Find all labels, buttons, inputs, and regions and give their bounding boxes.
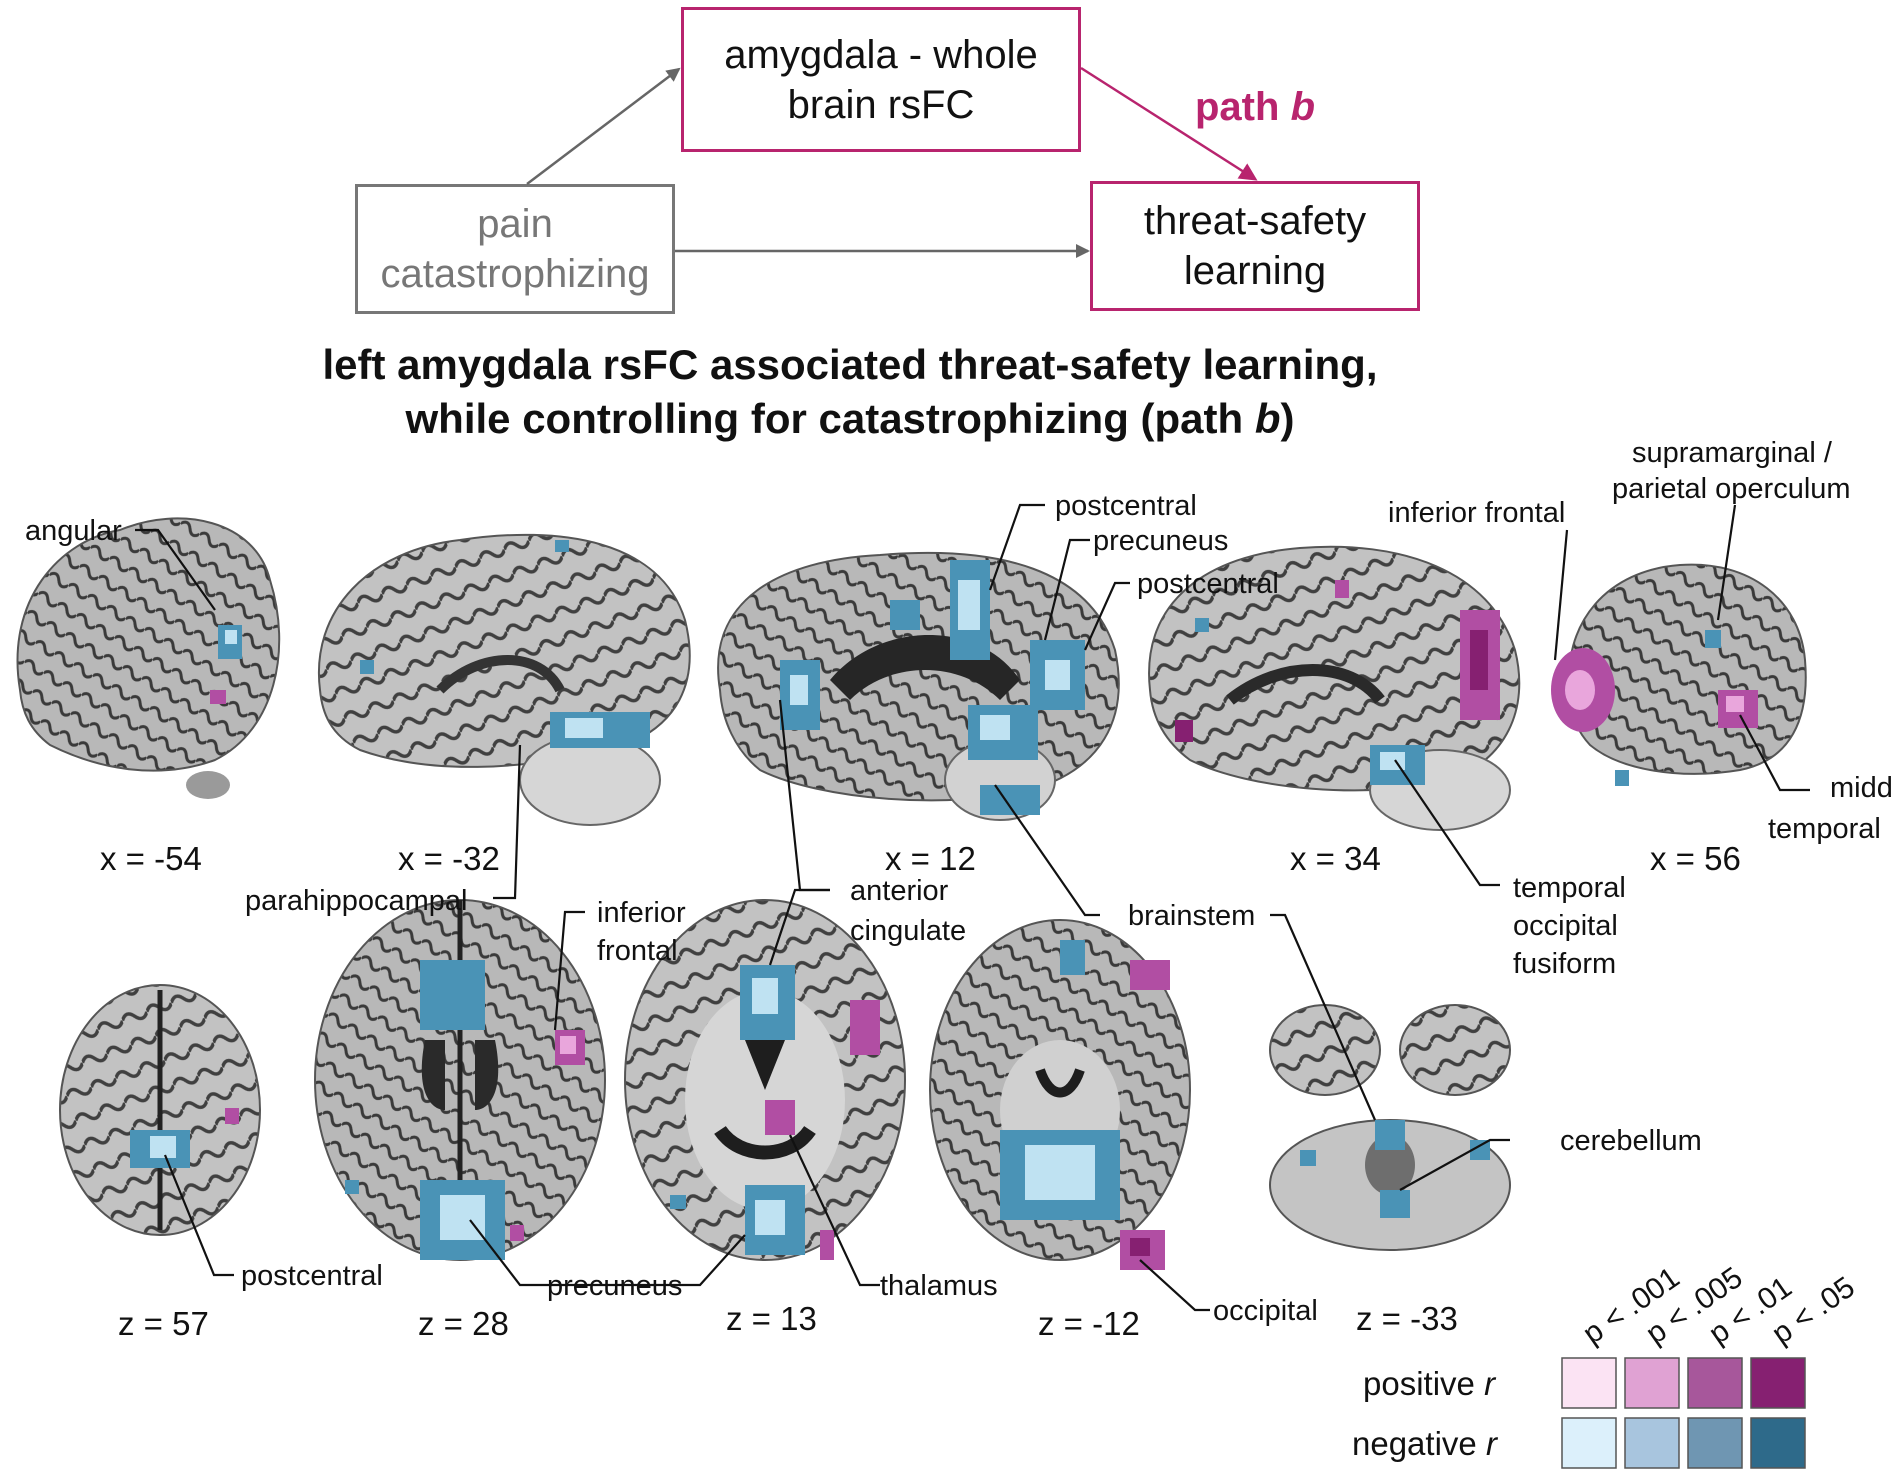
path-b-label: path b [1195,85,1315,130]
label-inferior-frontal-sag: inferior frontal [1388,497,1565,529]
label-anterior-cingulate-1: anterior [850,875,949,907]
label-postcentral-top: postcentral [1055,490,1197,522]
legend-negative-r: r [1486,1425,1499,1462]
label-tof-1: temporal [1513,872,1626,904]
coord-z-12: z = -12 [1038,1305,1140,1342]
label-tof-3: fusiform [1513,948,1616,980]
outcome-line2: learning [1183,249,1327,293]
brain-axial-z57 [59,984,261,1236]
legend-positive-word: positive [1363,1365,1475,1402]
brain-sagittal-x-12 [717,551,1120,821]
coord-z28: z = 28 [418,1305,509,1342]
label-postcentral-right: postcentral [1137,568,1279,600]
mediator-line2: brain rsFC [787,82,975,127]
brain-sagittal-x-54 [16,517,281,799]
coord-z57: z = 57 [118,1305,209,1342]
title-line2-italic: b [1254,395,1281,442]
label-middle-temporal-2: temporal [1768,813,1881,845]
label-inferior-frontal-ax-1: inferior [597,897,686,929]
legend-swatch-negative-3 [1750,1417,1806,1469]
label-cerebellum: cerebellum [1560,1125,1702,1157]
mediator-line1: amygdala - whole [724,32,1038,77]
legend-positive-label: positive r [1363,1365,1497,1402]
title-line1: left amygdala rsFC associated threat-saf… [322,341,1378,388]
label-brainstem: brainstem [1128,900,1255,932]
legend-swatch-positive-2 [1687,1357,1743,1409]
label-tof-2: occipital [1513,910,1618,942]
predictor-line1: pain [477,202,553,246]
label-postcentral-ax: postcentral [241,1260,383,1292]
legend-swatch-negative-2 [1687,1417,1743,1469]
label-inferior-frontal-ax-2: frontal [597,935,678,967]
coord-z-33: z = -33 [1356,1300,1458,1337]
predictor-box: pain catastrophizing [355,184,675,314]
brain-axial-z-33 [1269,1004,1511,1251]
label-occipital: occipital [1213,1295,1318,1327]
brain-sagittal-x-32 [317,533,691,826]
brain-axial-z28 [314,899,606,1261]
legend-negative-label: negative r [1352,1425,1499,1462]
coord-x56: x = 56 [1650,840,1741,877]
leader-lines [135,503,1810,1312]
legend-swatch-positive-3 [1750,1357,1806,1409]
legend-swatch-negative-1 [1624,1417,1680,1469]
brain-axial-z13 [624,899,906,1261]
coord-x12: x = 12 [885,840,976,877]
label-precuneus-ax: precuneus [547,1270,682,1302]
legend-swatches [1561,1357,1806,1469]
title-line2: while controlling for catastrophizing (p… [0,392,1700,446]
label-parahippocampal: parahippocampal [245,885,467,917]
outcome-line1: threat-safety [1143,199,1367,243]
legend-negative-word: negative [1352,1425,1477,1462]
coord-x34: x = 34 [1290,840,1381,877]
label-precuneus-top: precuneus [1093,525,1228,557]
label-supramarginal-2: parietal operculum [1612,473,1851,505]
legend-swatch-negative-0 [1561,1417,1617,1469]
label-angular: angular [25,515,122,547]
legend-swatch-positive-1 [1624,1357,1680,1409]
brain-sagittal-x-56 [1551,563,1807,786]
arrow-mediator-to-outcome [1080,66,1258,181]
path-b-text: path [1195,85,1280,129]
label-anterior-cingulate-2: cingulate [850,915,966,947]
legend-swatch-positive-0 [1561,1357,1617,1409]
label-supramarginal-1: supramarginal / [1632,437,1833,469]
brain-axial-z-12 [929,919,1191,1270]
legend-positive-r: r [1484,1365,1497,1402]
brain-sagittal-x-34 [1148,545,1521,831]
title-line2-suffix: ) [1280,395,1295,442]
legend: p < .001 p < .005 p < .01 p < .05 positi… [1352,1261,1861,1469]
coord-x-54: x = -54 [100,840,202,877]
arrow-predictor-to-mediator [526,67,681,185]
figure-title: left amygdala rsFC associated threat-saf… [0,338,1700,446]
coord-x-32: x = -32 [398,840,500,877]
label-thalamus: thalamus [880,1270,998,1302]
mediator-box: amygdala - whole brain rsFC [681,7,1081,152]
predictor-line2: catastrophizing [380,252,650,296]
label-middle-temporal-1: middle [1830,772,1893,804]
outcome-box: threat-safety learning [1090,181,1420,311]
coord-z13: z = 13 [726,1300,817,1337]
path-b-italic: b [1290,85,1315,129]
title-line2-prefix: while controlling for catastrophizing (p… [405,395,1255,442]
